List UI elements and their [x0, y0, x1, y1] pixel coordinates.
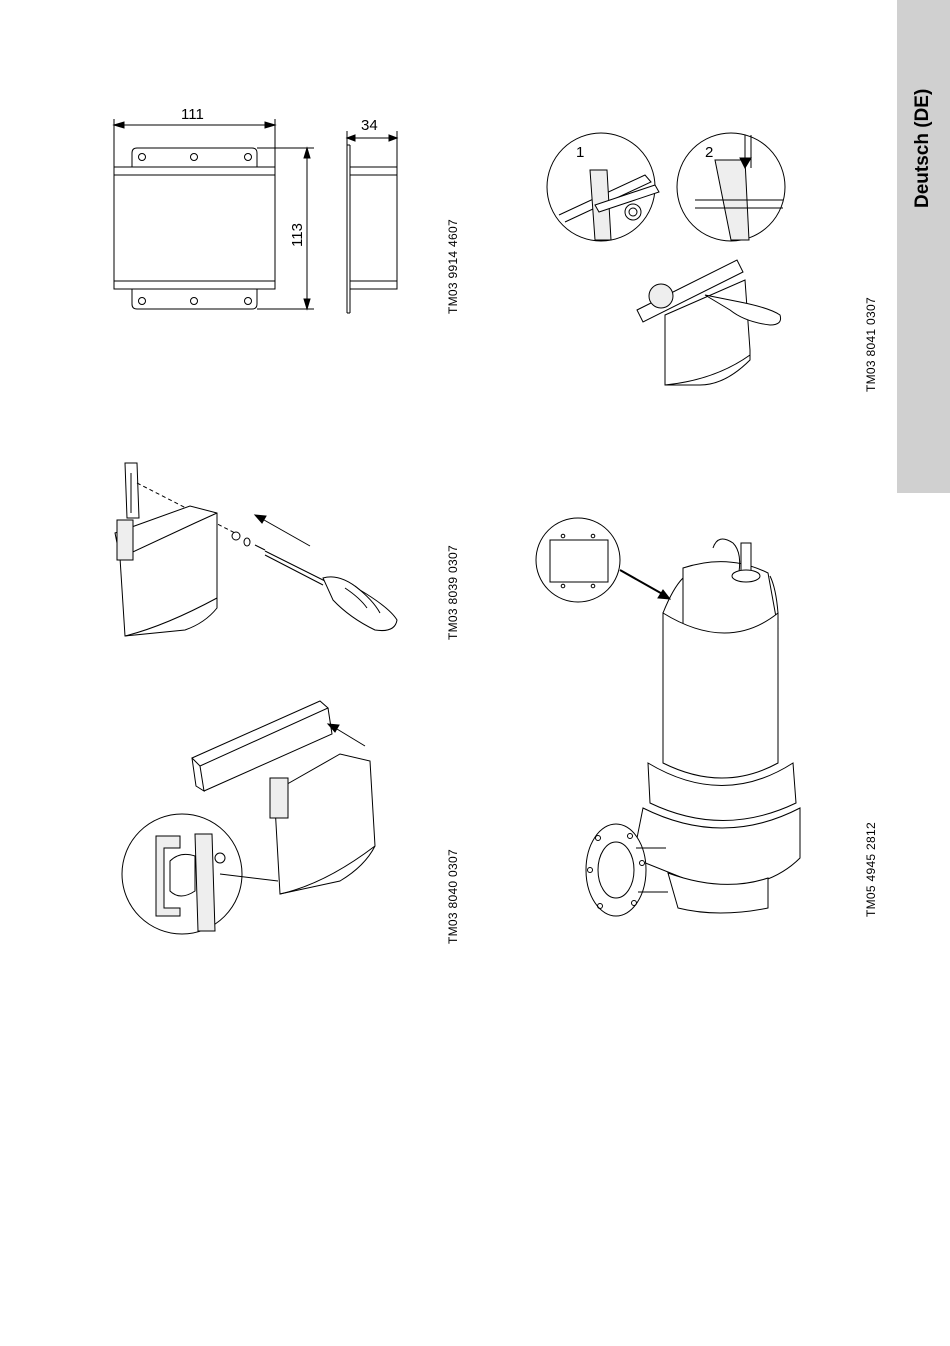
screw-mount-drawing: [105, 458, 405, 643]
dimension-depth-label: 34: [361, 117, 378, 134]
step-2-label: 2: [705, 144, 713, 161]
rail-mount-drawing: [120, 696, 385, 946]
language-tab: [897, 0, 950, 493]
dimension-drawing: [100, 105, 420, 320]
removal-steps-drawing: [545, 130, 785, 390]
step-1-label: 1: [576, 144, 584, 161]
language-tab-label: Deutsch (DE): [912, 89, 934, 208]
dimension-height-label: 113: [289, 223, 306, 247]
figure-code-screw-mount: TM03 8039 0307: [446, 545, 460, 640]
dimension-width-label: 111: [181, 106, 204, 123]
figure-code-removal: TM03 8041 0307: [864, 297, 878, 392]
figure-code-rail-mount: TM03 8040 0307: [446, 849, 460, 944]
figure-code-pump: TM05 4945 2812: [864, 822, 878, 917]
pump-drawing: [538, 518, 808, 943]
figure-code-dimensions: TM03 9914 4607: [446, 219, 460, 314]
